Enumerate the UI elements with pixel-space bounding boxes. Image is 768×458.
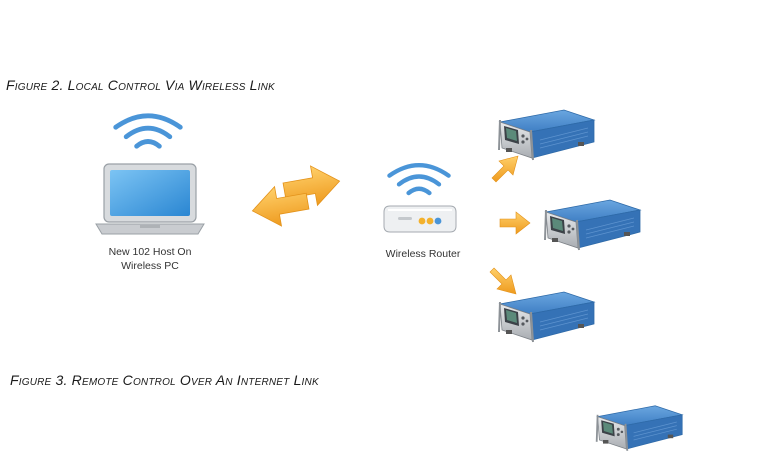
figure-3-title: Figure 3. Remote Control Over An Interne… (10, 372, 319, 388)
laptop-caption-line-2: Wireless PC (121, 260, 179, 272)
instrument-icon (544, 199, 641, 251)
laptop-icon (95, 163, 205, 235)
instrument-icon (498, 291, 595, 343)
wifi-signal-icon (384, 160, 454, 200)
figure-2-title: Figure 2. Local Control Via Wireless Lin… (6, 77, 275, 93)
router-icon (383, 205, 457, 233)
arrow-icon (491, 155, 519, 183)
laptop-caption: New 102 Host On Wireless PC (88, 245, 212, 273)
arrow-icon (489, 267, 517, 295)
wifi-signal-icon (110, 110, 186, 154)
router-caption: Wireless Router (385, 248, 461, 260)
bidirectional-arrow-icon (251, 165, 341, 227)
instrument-icon (595, 404, 684, 452)
instrument-icon (498, 109, 595, 161)
laptop-caption-line-1: New 102 Host On (108, 246, 192, 258)
arrow-icon (499, 211, 531, 235)
